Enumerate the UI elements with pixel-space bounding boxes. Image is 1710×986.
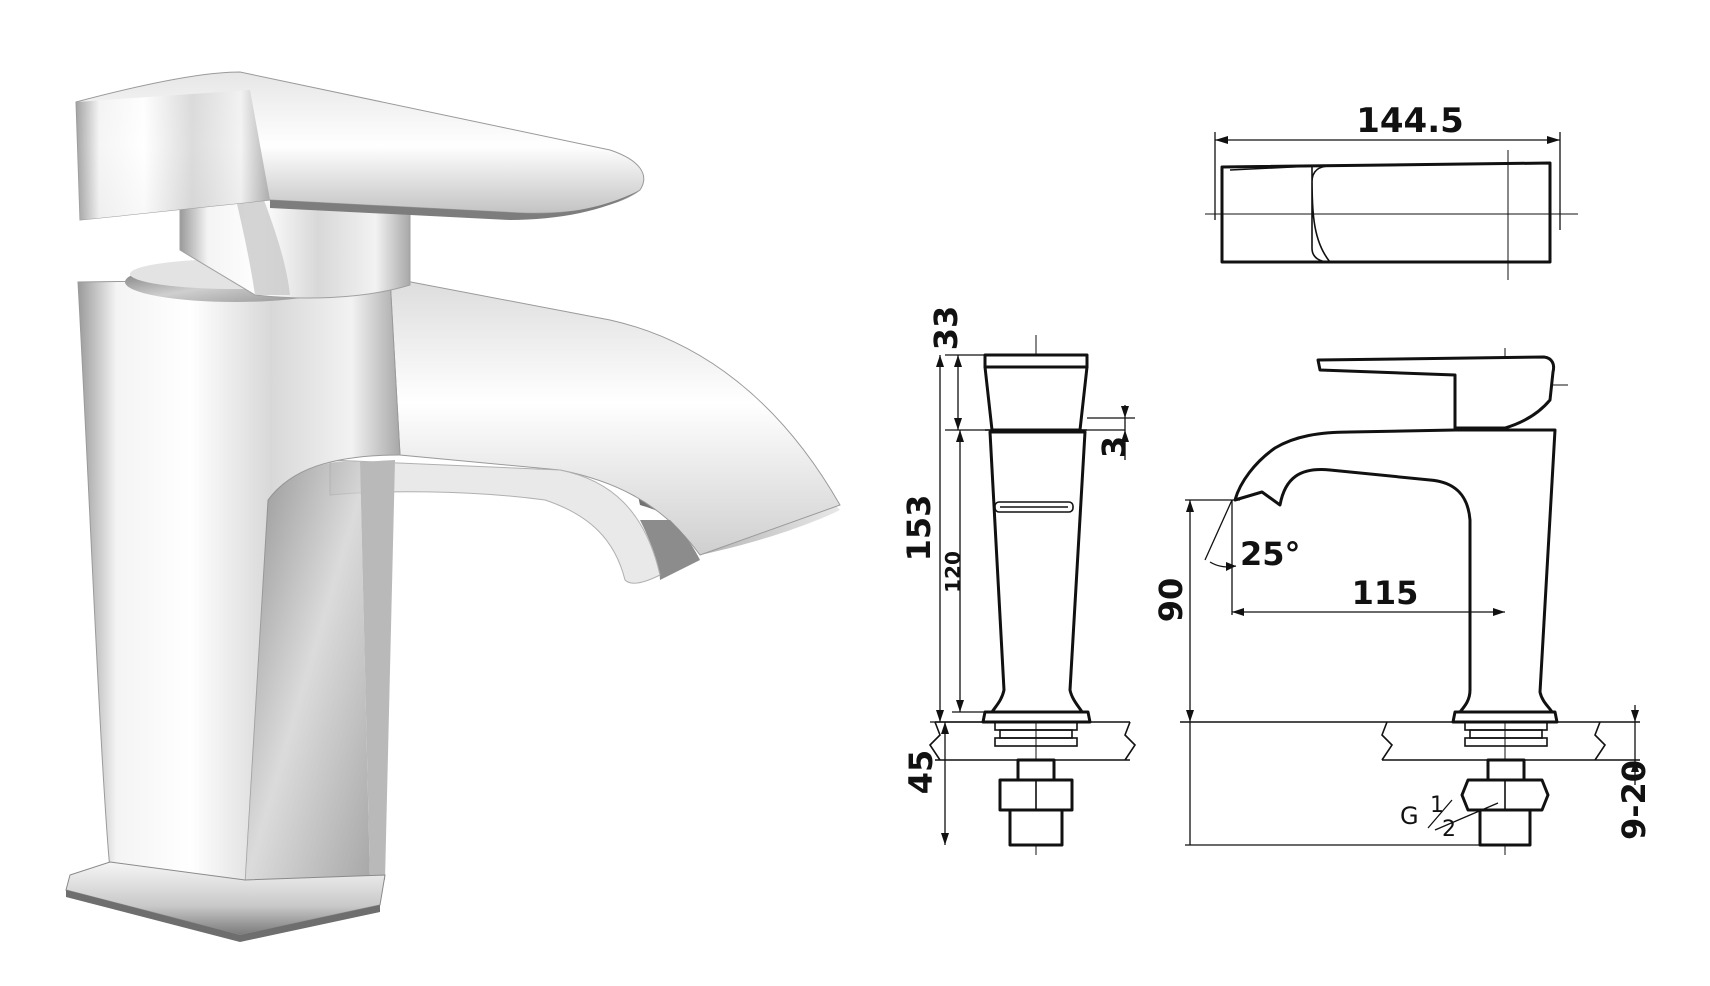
body-right-edge	[360, 460, 395, 880]
side-deck	[928, 721, 1137, 761]
dim-body-height: 120	[941, 551, 965, 593]
body-front	[77, 277, 401, 886]
side-slot	[994, 501, 1074, 513]
dim-shank-length: 45	[902, 750, 940, 795]
profile-tail	[1478, 808, 1532, 847]
lever-front-shade	[270, 190, 640, 220]
dim-base-to-spout: 90	[1152, 578, 1190, 623]
dim-total-height: 153	[900, 495, 938, 562]
side-base	[981, 710, 1092, 724]
thread-leader	[1434, 802, 1499, 831]
lever-stem-shade	[230, 175, 290, 295]
spout-mouth	[640, 520, 700, 580]
dim-spout-angle: 25°	[1240, 535, 1301, 573]
side-tail	[1008, 808, 1064, 847]
top-view: 144.5	[1205, 101, 1578, 280]
side-lever-cap	[983, 353, 1089, 369]
dim-lever-height: 33	[927, 306, 965, 351]
side-shank	[1016, 758, 1056, 782]
profile-deck	[1180, 721, 1640, 761]
thread-prefix: G	[1400, 802, 1419, 830]
base-edge	[66, 890, 380, 942]
spout-top	[389, 277, 841, 556]
dim-spout-reach: 115	[1352, 574, 1419, 612]
side-body	[988, 430, 1087, 714]
thread-den: 2	[1442, 817, 1456, 842]
body-inner	[245, 461, 370, 885]
dim-top-width: 144.5	[1356, 101, 1464, 141]
angle-line-1	[1204, 499, 1233, 561]
top-view-outline	[1220, 161, 1552, 264]
dim-gap: 3	[1095, 436, 1133, 458]
profile-view: 90 25° 115 9-20 G 1 2	[1152, 348, 1653, 855]
profile-shank	[1486, 758, 1526, 782]
thread-num: 1	[1430, 793, 1444, 818]
faucet-photo	[65, 71, 841, 942]
profile-lever	[1316, 355, 1556, 430]
lever-top-face	[76, 90, 270, 220]
side-lever-body	[983, 365, 1089, 432]
spout-underside	[329, 459, 661, 584]
dim-deck-thickness: 9-20	[1615, 760, 1653, 840]
side-view: 33 3 153 120 45	[900, 306, 1137, 855]
profile-base	[1451, 710, 1559, 724]
